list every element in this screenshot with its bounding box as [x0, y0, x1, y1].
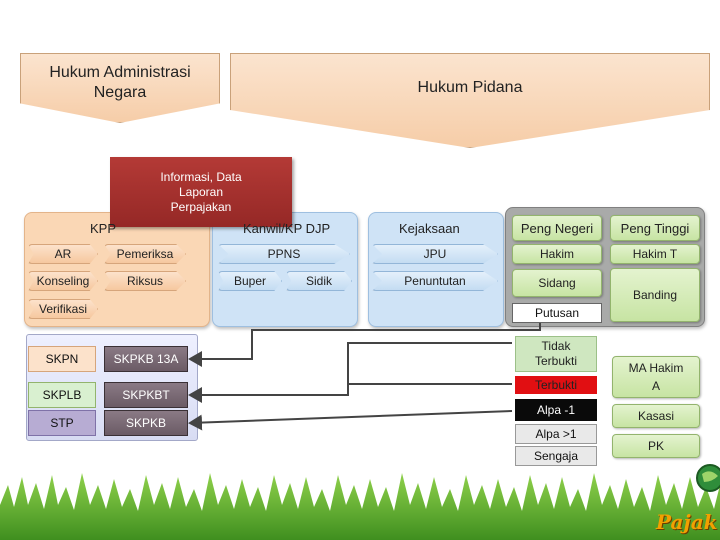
box-peng-tinggi: Peng Tinggi	[610, 215, 700, 241]
panel-kanwil	[212, 212, 358, 327]
box-tidak-terbukti: Tidak Terbukti	[515, 336, 597, 372]
chip-konseling: Konseling	[28, 271, 98, 291]
chip-riksus: Riksus	[104, 271, 186, 291]
box-hakim: Hakim	[512, 244, 602, 264]
box-alpa-1: Alpa -1	[515, 399, 597, 421]
chip-penuntutan-label: Penuntutan	[404, 274, 466, 288]
chip-buper: Buper	[218, 271, 282, 291]
box-skplb: SKPLB	[28, 382, 96, 408]
kejaksaan-title: Kejaksaan	[399, 221, 460, 236]
ma-label: MA Hakim A	[628, 361, 684, 393]
box-banding: Banding	[610, 268, 700, 322]
box-hakim-t: Hakim T	[610, 244, 700, 264]
box-ma: MA Hakim A	[612, 356, 700, 398]
pajak-logo-text: Pajak	[656, 510, 718, 534]
sidang-label: Sidang	[538, 276, 576, 290]
box-sengaja: Sengaja	[515, 446, 597, 466]
skpn-label: SKPN	[45, 352, 79, 366]
alpa-1-label: Alpa -1	[536, 403, 576, 417]
box-stp: STP	[28, 410, 96, 436]
alpa-gt1-label: Alpa >1	[535, 427, 577, 441]
putusan-label: Putusan	[534, 306, 580, 320]
chip-ar: AR	[28, 244, 98, 264]
chip-penuntutan: Penuntutan	[372, 271, 498, 291]
chip-verifikasi-label: Verifikasi	[38, 302, 88, 316]
chip-pemeriksa-label: Pemeriksa	[116, 247, 174, 261]
kanwil-title: Kanwil/KP DJP	[243, 221, 331, 236]
header-han-label: Hukum Administrasi Negara	[49, 64, 191, 101]
connector-terbukti-skpkbt	[188, 383, 512, 403]
banding-label: Banding	[632, 288, 678, 302]
box-pk: PK	[612, 434, 700, 458]
chip-konseling-label: Konseling	[36, 274, 90, 288]
skplb-label: SKPLB	[42, 388, 82, 402]
chip-ar-label: AR	[54, 247, 72, 261]
kasasi-label: Kasasi	[637, 409, 675, 423]
info-box: Informasi, Data Laporan Perpajakan	[110, 157, 292, 227]
tidak-terbukti-label: Tidak Terbukti	[534, 339, 578, 368]
chip-jpu-label: JPU	[423, 247, 447, 261]
panel-kejaksaan	[368, 212, 504, 327]
info-box-label: Informasi, Data Laporan Perpajakan	[160, 169, 242, 214]
box-skpkb-13a: SKPKB 13A	[104, 346, 188, 372]
box-skpkb: SKPKB	[104, 410, 188, 436]
pk-label: PK	[647, 439, 664, 453]
box-putusan: Putusan	[512, 303, 602, 323]
chip-verifikasi: Verifikasi	[28, 299, 98, 319]
skpkbt-label: SKPKBT	[122, 388, 170, 402]
stp-label: STP	[50, 416, 74, 430]
kpp-title: KPP	[90, 221, 117, 236]
skpkb-13a-label: SKPKB 13A	[113, 352, 179, 366]
grass-decoration	[0, 473, 720, 540]
hakim-t-label: Hakim T	[632, 247, 678, 261]
peng-negeri-label: Peng Negeri	[520, 220, 594, 236]
box-alpa-gt1: Alpa >1	[515, 424, 597, 444]
box-skpkbt: SKPKBT	[104, 382, 188, 408]
globe-logo-icon	[694, 462, 720, 494]
terbukti-label: Terbukti	[534, 378, 578, 392]
box-sidang: Sidang	[512, 269, 602, 297]
peng-tinggi-label: Peng Tinggi	[620, 220, 690, 236]
skpkb-label: SKPKB	[125, 416, 167, 430]
chip-buper-label: Buper	[233, 274, 267, 288]
box-skpn: SKPN	[28, 346, 96, 372]
box-kasasi: Kasasi	[612, 404, 700, 428]
connector-alpa-skpkb	[188, 410, 513, 431]
box-terbukti: Terbukti	[515, 376, 597, 394]
connector-tidak-terbukti	[347, 342, 512, 384]
connector-putusan-skpkb13a	[188, 323, 541, 367]
chip-riksus-label: Riksus	[126, 274, 163, 288]
chip-ppns: PPNS	[218, 244, 350, 264]
chip-sidik-label: Sidik	[305, 274, 332, 288]
header-pidana-label: Hukum Pidana	[417, 79, 523, 96]
sengaja-label: Sengaja	[533, 449, 579, 463]
hakim-label: Hakim	[539, 247, 574, 261]
chip-ppns-label: PPNS	[267, 247, 301, 261]
chip-sidik: Sidik	[286, 271, 352, 291]
box-peng-negeri: Peng Negeri	[512, 215, 602, 241]
chip-pemeriksa: Pemeriksa	[104, 244, 186, 264]
